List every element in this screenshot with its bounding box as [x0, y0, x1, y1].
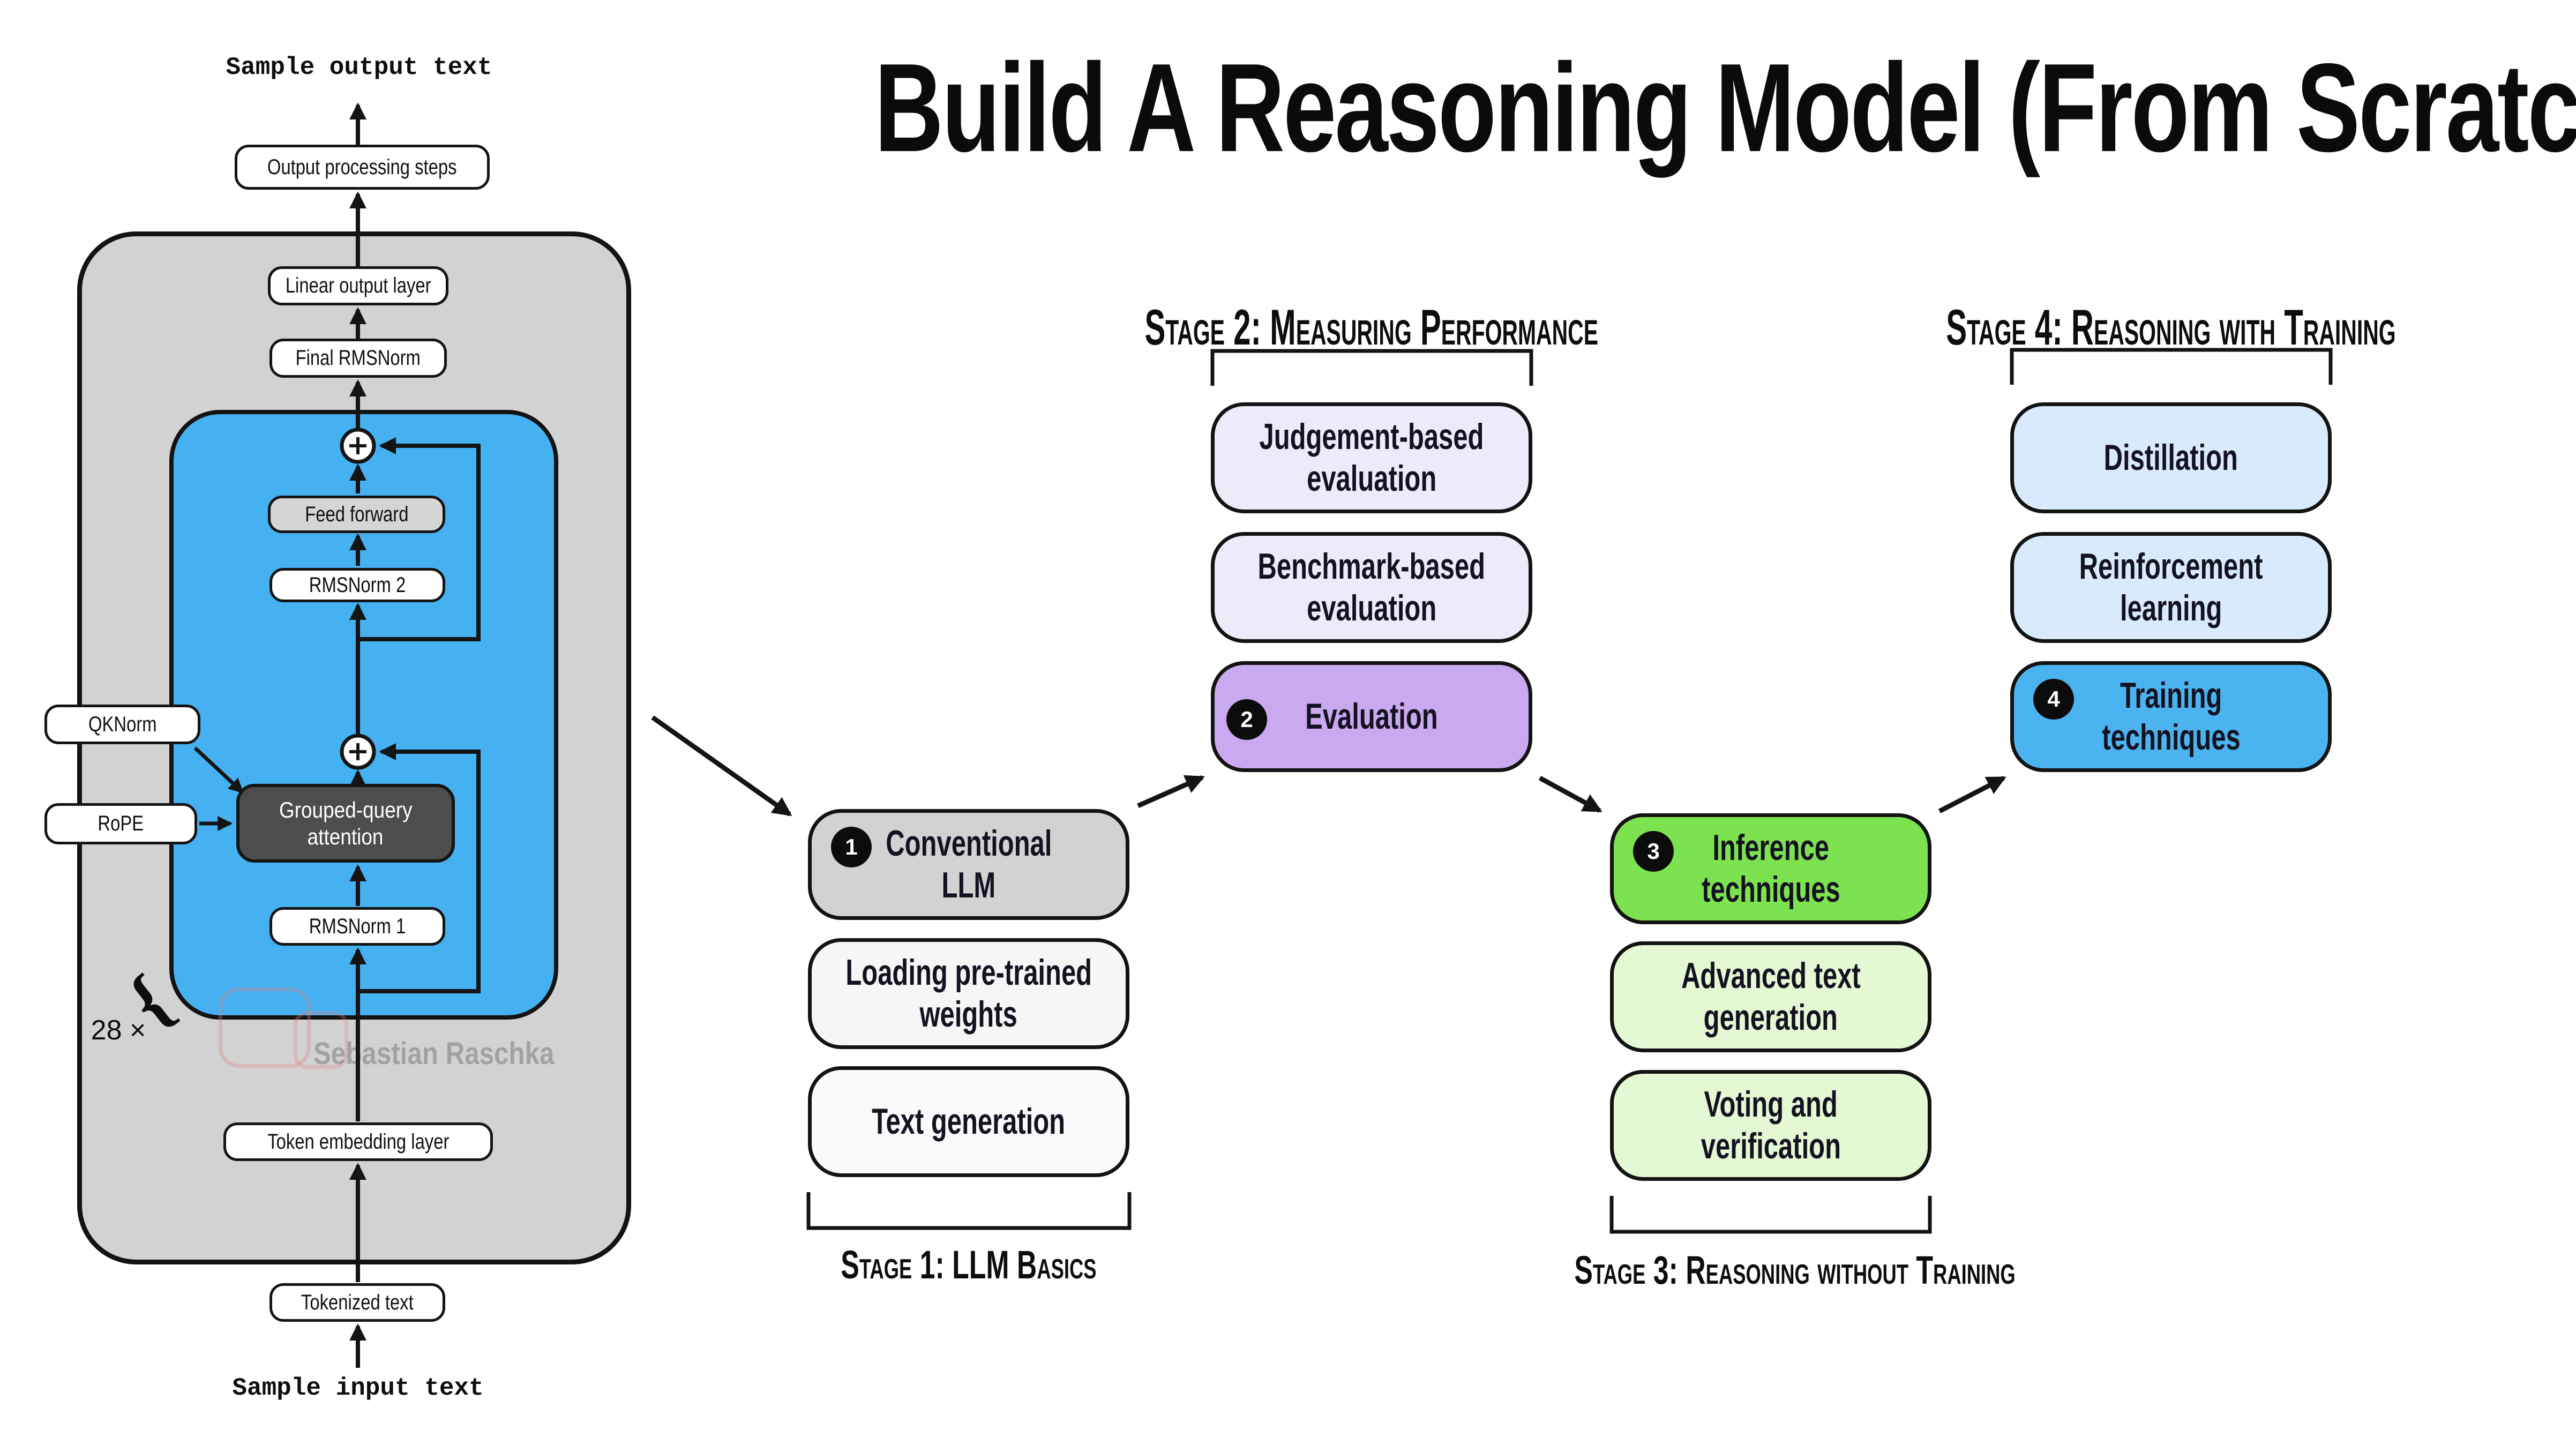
stage2-box-judgement-eval: Judgement-based evaluation — [1211, 402, 1532, 513]
stage3-box-advanced-text-generation: Advanced text generation — [1610, 941, 1931, 1052]
node-rmsnorm-2: RMSNorm 2 — [269, 568, 445, 602]
residual-add-nodes — [340, 428, 376, 770]
stage2-bracket — [1210, 349, 1533, 386]
repeat-count-label: 28 × — [91, 1015, 146, 1046]
annotation-arrows — [193, 746, 244, 831]
plus-glyph-icon — [349, 743, 366, 760]
watermark-author: Sebastian Raschka — [313, 1036, 555, 1071]
node-qknorm: QKNorm — [44, 705, 200, 744]
stage2-header: Stage 2: Measuring Performance — [1144, 299, 1599, 355]
stage1-bracket — [806, 1192, 1132, 1230]
arrow-stage1-to-stage2 — [1137, 775, 1205, 808]
arrow-architecture-to-stage1 — [651, 715, 792, 817]
page-title: Build A Reasoning Model (From Scratch) — [874, 37, 2576, 178]
stage1-box-text-generation: Text generation — [808, 1066, 1129, 1177]
stage-flow-arrows — [651, 715, 2006, 817]
node-final-rmsnorm: Final RMSNorm — [269, 339, 447, 378]
watermark-logo-icon — [219, 987, 311, 1068]
stage4-box-reinforcement-learning: Reinforcement learning — [2010, 532, 2332, 643]
node-tokenized-text: Tokenized text — [269, 1283, 445, 1322]
watermark-logo-small-icon — [294, 1011, 348, 1069]
sample-input-label: Sample input text — [232, 1374, 484, 1402]
step-badge-1: 1 — [831, 827, 872, 867]
stage4-box-training-techniques: 4 Training techniques — [2010, 661, 2332, 772]
stage4-bracket — [2010, 348, 2333, 385]
stage3-label: Stage 3: Reasoning without Training — [1574, 1248, 2016, 1292]
stage1-box-conventional-llm: 1 Conventional LLM — [808, 809, 1129, 920]
flow-arrows — [349, 102, 481, 1368]
arrow-stage2-to-stage3 — [1538, 776, 1602, 813]
step-badge-3: 3 — [1633, 831, 1674, 872]
stage4-box-distillation: Distillation — [2010, 402, 2332, 513]
stage1-box-loading-weights: Loading pre-trained weights — [808, 938, 1129, 1049]
node-rope: RoPE — [44, 803, 197, 844]
arrow-stage3-to-stage4 — [1938, 776, 2006, 813]
node-output-processing: Output processing steps — [235, 145, 490, 190]
step-badge-2: 2 — [1226, 699, 1267, 740]
residual-skip-feedforward — [359, 437, 481, 641]
stage1-label: Stage 1: LLM Basics — [841, 1242, 1097, 1287]
node-grouped-query-attention: Grouped-query attention — [236, 784, 455, 863]
stage3-bracket — [1609, 1196, 1932, 1234]
stage3-box-inference-techniques: 3 Inference techniques — [1610, 813, 1931, 924]
plus-glyph-icon — [349, 437, 366, 454]
arrow-qknorm-to-attention — [193, 746, 244, 793]
stage4-header: Stage 4: Reasoning with Training — [1946, 299, 2396, 355]
step-badge-4: 4 — [2033, 679, 2074, 720]
node-linear-output-layer: Linear output layer — [268, 266, 448, 305]
stage2-box-benchmark-eval: Benchmark-based evaluation — [1211, 532, 1532, 643]
stage3-box-voting-verification: Voting and verification — [1610, 1070, 1931, 1181]
stage2-box-evaluation: 2 Evaluation — [1211, 661, 1532, 772]
residual-skip-attention — [359, 743, 481, 993]
node-feed-forward: Feed forward — [268, 496, 445, 533]
node-token-embedding: Token embedding layer — [223, 1122, 493, 1161]
node-rmsnorm-1: RMSNorm 1 — [269, 907, 445, 946]
stage-brackets — [806, 348, 2333, 1234]
sample-output-label: Sample output text — [226, 54, 492, 81]
